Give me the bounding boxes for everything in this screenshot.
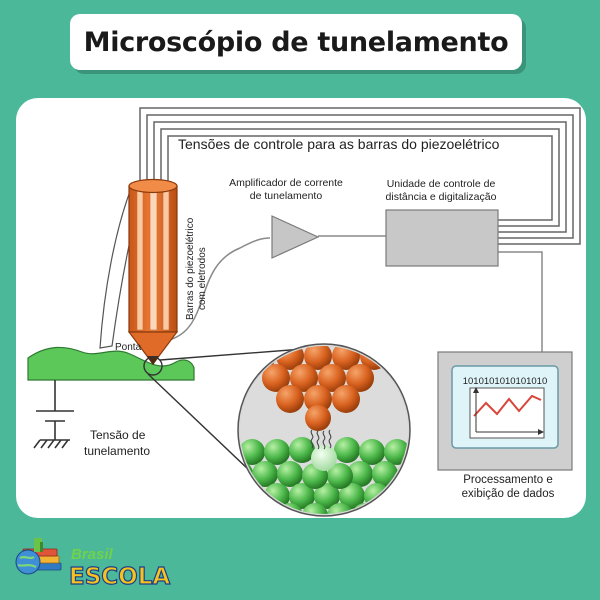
logo-word-escola: ESCOLA xyxy=(69,564,170,590)
binary-readout: 1010101010101010 xyxy=(463,376,548,387)
page-title: Microscópio de tunelamento xyxy=(83,26,509,58)
control-unit-box xyxy=(385,209,499,267)
globe-icon xyxy=(15,549,41,575)
data-graph-line xyxy=(473,394,542,417)
amplifier-label-line1: Amplificador de corrente xyxy=(229,177,343,189)
target-atom xyxy=(311,445,337,471)
control-unit-label-line2: distância e digitalização xyxy=(386,191,497,203)
tip-label: Ponta xyxy=(115,342,142,353)
tunnel-current-lines xyxy=(310,429,332,450)
piezo-tube xyxy=(127,178,179,365)
tunnel-voltage-label-line1: Tensão de xyxy=(90,428,146,442)
processing-label-line1: Processamento e xyxy=(463,474,553,486)
brasil-escola-logo: Brasil ESCOLA xyxy=(15,538,171,591)
control-wires xyxy=(139,107,581,245)
scanning-tip xyxy=(127,331,179,365)
piezo-bars-label-line2: com eletrodos xyxy=(197,247,208,310)
piezo-bars-label-line1: Barras do piezoelétrico xyxy=(185,217,196,320)
amplifier-symbol xyxy=(271,215,320,259)
control-voltages-label: Tensões de controle para as barras do pi… xyxy=(178,136,500,152)
signal-wires xyxy=(159,235,543,352)
piezo-cable xyxy=(99,185,137,349)
sample-surface xyxy=(27,346,195,381)
control-unit-label-line1: Unidade de controle de xyxy=(387,178,496,190)
zoom-circle xyxy=(237,343,411,517)
amplifier-label-line2: de tunelamento xyxy=(250,190,323,202)
tunnel-voltage-circuit xyxy=(33,380,74,449)
processing-label-line2: exibição de dados xyxy=(462,488,555,500)
logo-word-brasil: Brasil xyxy=(71,546,114,563)
tunnel-voltage-label-line2: tunelamento xyxy=(84,444,150,458)
title-box: Microscópio de tunelamento xyxy=(70,14,522,70)
magnify-indicator xyxy=(143,356,163,376)
processing-monitor: 1010101010101010 xyxy=(437,351,573,471)
